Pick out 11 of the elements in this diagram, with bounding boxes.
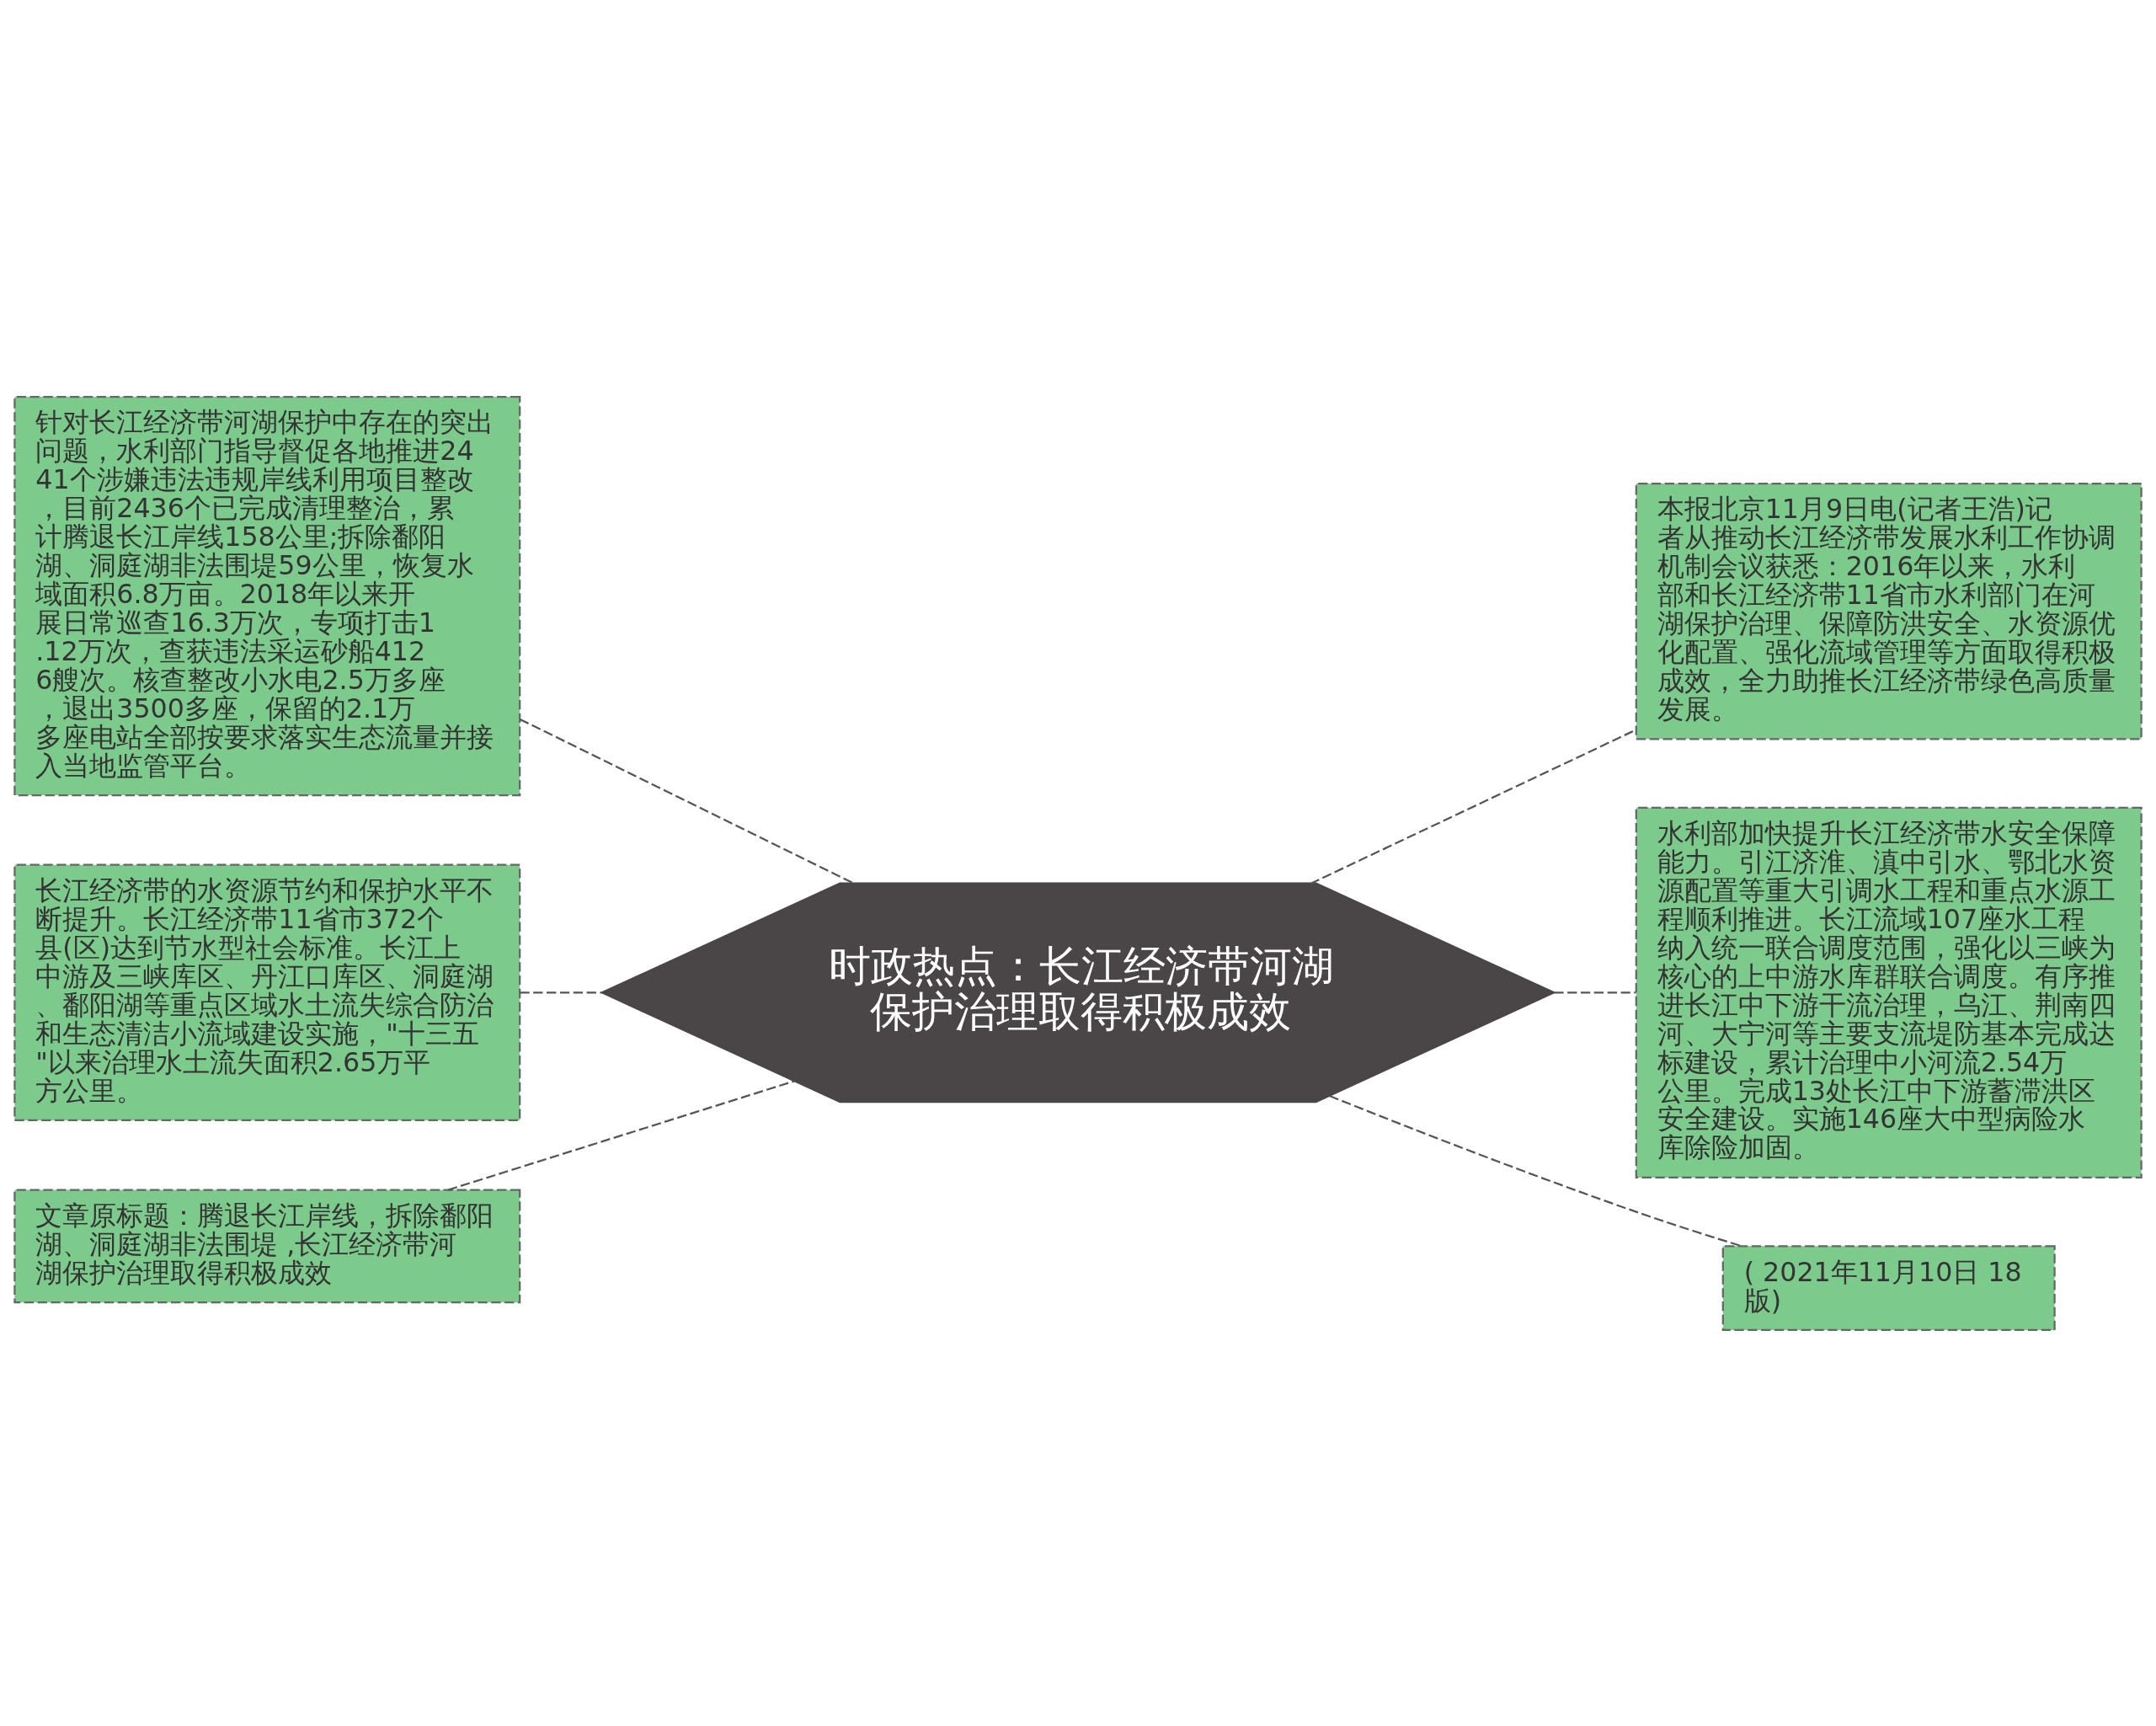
node-box: 针对长江经济带河湖保护中存在的突出问题，水利部门指导督促各地推进2441个涉嫌违法违规岸线利用项目整改，目前2436个已完成清理整治，累计腾退长江岸线158公里;拆除鄱阳湖、洞庭湖非法围堤59公里，恢复水域面积6.8万亩。2018年以来开展日常巡查16.3万次，专项打击1.12万次，查获违法采运砂船4126艘次。核查整改小水电2.5万多座，退出3500多座，保留的2.1万多座电站全部按要求落实生态流量并接入当地监管平台。 — [13, 395, 521, 796]
connector — [520, 991, 602, 993]
node-box: 长江经济带的水资源节约和保护水平不断提升。长江经济带11省市372个县(区)达到节水型社会标准。长江上中游及三峡库区、丹江口库区、洞庭湖、鄱阳湖等重点区域水土流失综合防治和生态清洁小流域建设实施，"十三五"以来治理水土流失面积2.65万平方公里。 — [13, 863, 521, 1121]
connector — [447, 1079, 795, 1191]
connector — [1554, 991, 1636, 993]
node-box: 本报北京11月9日电(记者王浩)记者从推动长江经济带发展水利工作协调机制会议获悉：2016年以来，水利部和长江经济带11省市水利部门在河湖保护治理、保障防洪安全、水资源优化配置、强化流域管理等方面取得积极成效，全力助推长江经济带绿色高质量发展。 — [1635, 482, 2143, 740]
node-box: ( 2021年11月10日 18 版) — [1721, 1244, 2056, 1331]
connector — [520, 718, 855, 884]
connector — [1329, 1094, 1742, 1247]
node-box: 水利部加快提升长江经济带水安全保障能力。引江济淮、滇中引水、鄂北水资源配置等重大引调水工程和重点水源工程顺利推进。长江流域107座水工程纳入统一联合调度范围，强化以三峡为核心的上中游水库群联合调度。有序推进长江中下游干流治理，乌江、荆南四河、大宁河等主要支流堤防基本完成达标建设，累计治理中小河流2.54万公里。完成13处长江中下游蓄滞洪区安全建设。实施146座大中型病险水库除险加固。 — [1635, 806, 2143, 1178]
node-box: 文章原标题：腾退长江岸线，拆除鄱阳湖、洞庭湖非法围堤 ,长江经济带河湖保护治理取得积极成效 — [13, 1188, 521, 1303]
